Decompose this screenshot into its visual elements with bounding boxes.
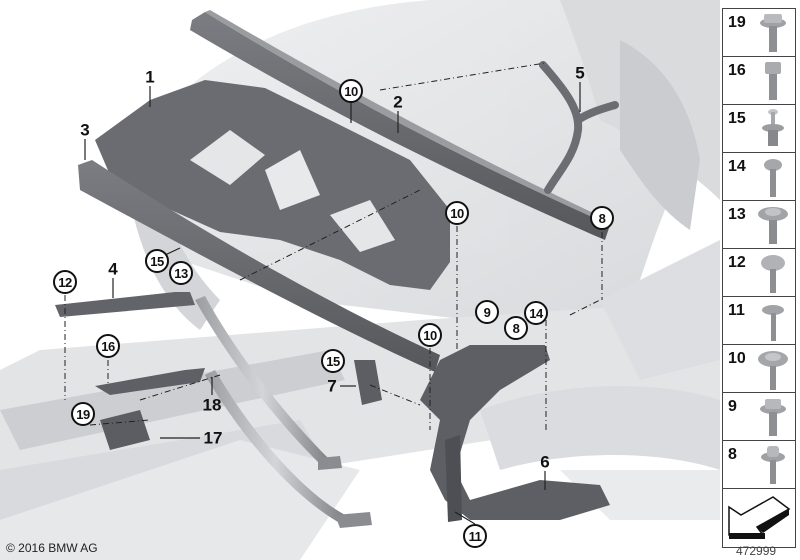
legend-number: 14 <box>728 158 746 175</box>
legend-item-12[interactable]: 12 <box>723 249 795 297</box>
torx-flange-bolt-icon <box>761 446 785 484</box>
callout-circled-16[interactable]: 16 <box>96 334 120 358</box>
callout-circled-8[interactable]: 8 <box>590 206 614 230</box>
part-6-side-carrier <box>420 345 610 522</box>
callout-7[interactable]: 7 <box>327 376 337 396</box>
large-washer-screw-icon <box>758 207 788 244</box>
callout-4[interactable]: 4 <box>108 259 118 279</box>
pan-head-screw-icon <box>761 255 785 293</box>
callout-leaders <box>84 82 581 525</box>
part-1-carrier-plate <box>95 80 450 290</box>
part-4-strut <box>55 292 195 317</box>
legend-number: 9 <box>728 398 737 415</box>
diagram-id: 472999 <box>736 544 777 558</box>
callout-circled-19[interactable]: 19 <box>71 402 95 426</box>
legend-item-14[interactable]: 14 <box>723 153 795 201</box>
collar-screw-icon <box>764 159 782 197</box>
legend-number: 16 <box>728 62 746 79</box>
callout-circled-14[interactable]: 14 <box>524 301 548 325</box>
hex-flange-bolt-icon <box>760 399 786 436</box>
legend-number: 12 <box>728 254 746 271</box>
small-flange-screw-icon <box>762 305 784 341</box>
callout-circled-15[interactable]: 15 <box>321 349 345 373</box>
callout-circled-10[interactable]: 10 <box>418 323 442 347</box>
callout-circled-11[interactable]: 11 <box>463 524 487 548</box>
legend-number: 8 <box>728 446 737 463</box>
callout-circled-13[interactable]: 13 <box>169 261 193 285</box>
part-17-bracket <box>100 410 150 450</box>
callout-circled-9[interactable]: 9 <box>475 300 499 324</box>
legend-item-19[interactable]: 19 <box>723 9 795 57</box>
legend-number: 13 <box>728 206 746 223</box>
part-18-brace <box>95 296 372 528</box>
legend-item-16[interactable]: 16 <box>723 57 795 105</box>
callout-circled-12[interactable]: 12 <box>53 270 77 294</box>
part-5-y-brace <box>539 61 619 194</box>
callout-circled-8[interactable]: 8 <box>504 316 528 340</box>
callout-6[interactable]: 6 <box>540 452 550 472</box>
hex-bolt-icon <box>765 62 781 100</box>
part-7-bracket <box>354 360 382 405</box>
legend-item-8[interactable]: 8 <box>723 441 795 489</box>
callout-2[interactable]: 2 <box>393 92 403 112</box>
callout-1[interactable]: 1 <box>145 67 155 87</box>
legend-item-9[interactable]: 9 <box>723 393 795 441</box>
legend-item-13[interactable]: 13 <box>723 201 795 249</box>
stud-washer-bolt-icon <box>762 109 784 146</box>
flange-hex-bolt-icon <box>760 14 786 52</box>
legend-number: 19 <box>728 14 746 31</box>
callout-3[interactable]: 3 <box>80 120 90 140</box>
callout-circled-10[interactable]: 10 <box>339 79 363 103</box>
legend-item-15[interactable]: 15 <box>723 105 795 153</box>
legend-number: 11 <box>728 302 745 319</box>
callout-5[interactable]: 5 <box>575 63 585 83</box>
copyright-text: © 2016 BMW AG <box>6 541 98 555</box>
washer-head-screw-icon <box>758 351 788 390</box>
part-2-upper-crossmember <box>190 10 612 240</box>
legend-direction-arrow <box>723 489 795 547</box>
legend-item-11[interactable]: 11 <box>723 297 795 345</box>
callout-circled-10[interactable]: 10 <box>445 201 469 225</box>
direction-arrow-icon <box>728 496 791 539</box>
fastener-legend: 19 16 15 14 13 <box>722 8 796 548</box>
callout-circled-15[interactable]: 15 <box>145 249 169 273</box>
part-3-lower-beam <box>78 160 440 372</box>
legend-number: 10 <box>728 350 746 367</box>
callout-18[interactable]: 18 <box>202 395 222 415</box>
callout-17[interactable]: 17 <box>203 428 223 448</box>
legend-number: 15 <box>728 110 746 127</box>
assembly-leader-lines <box>64 62 603 430</box>
legend-item-10[interactable]: 10 <box>723 345 795 393</box>
